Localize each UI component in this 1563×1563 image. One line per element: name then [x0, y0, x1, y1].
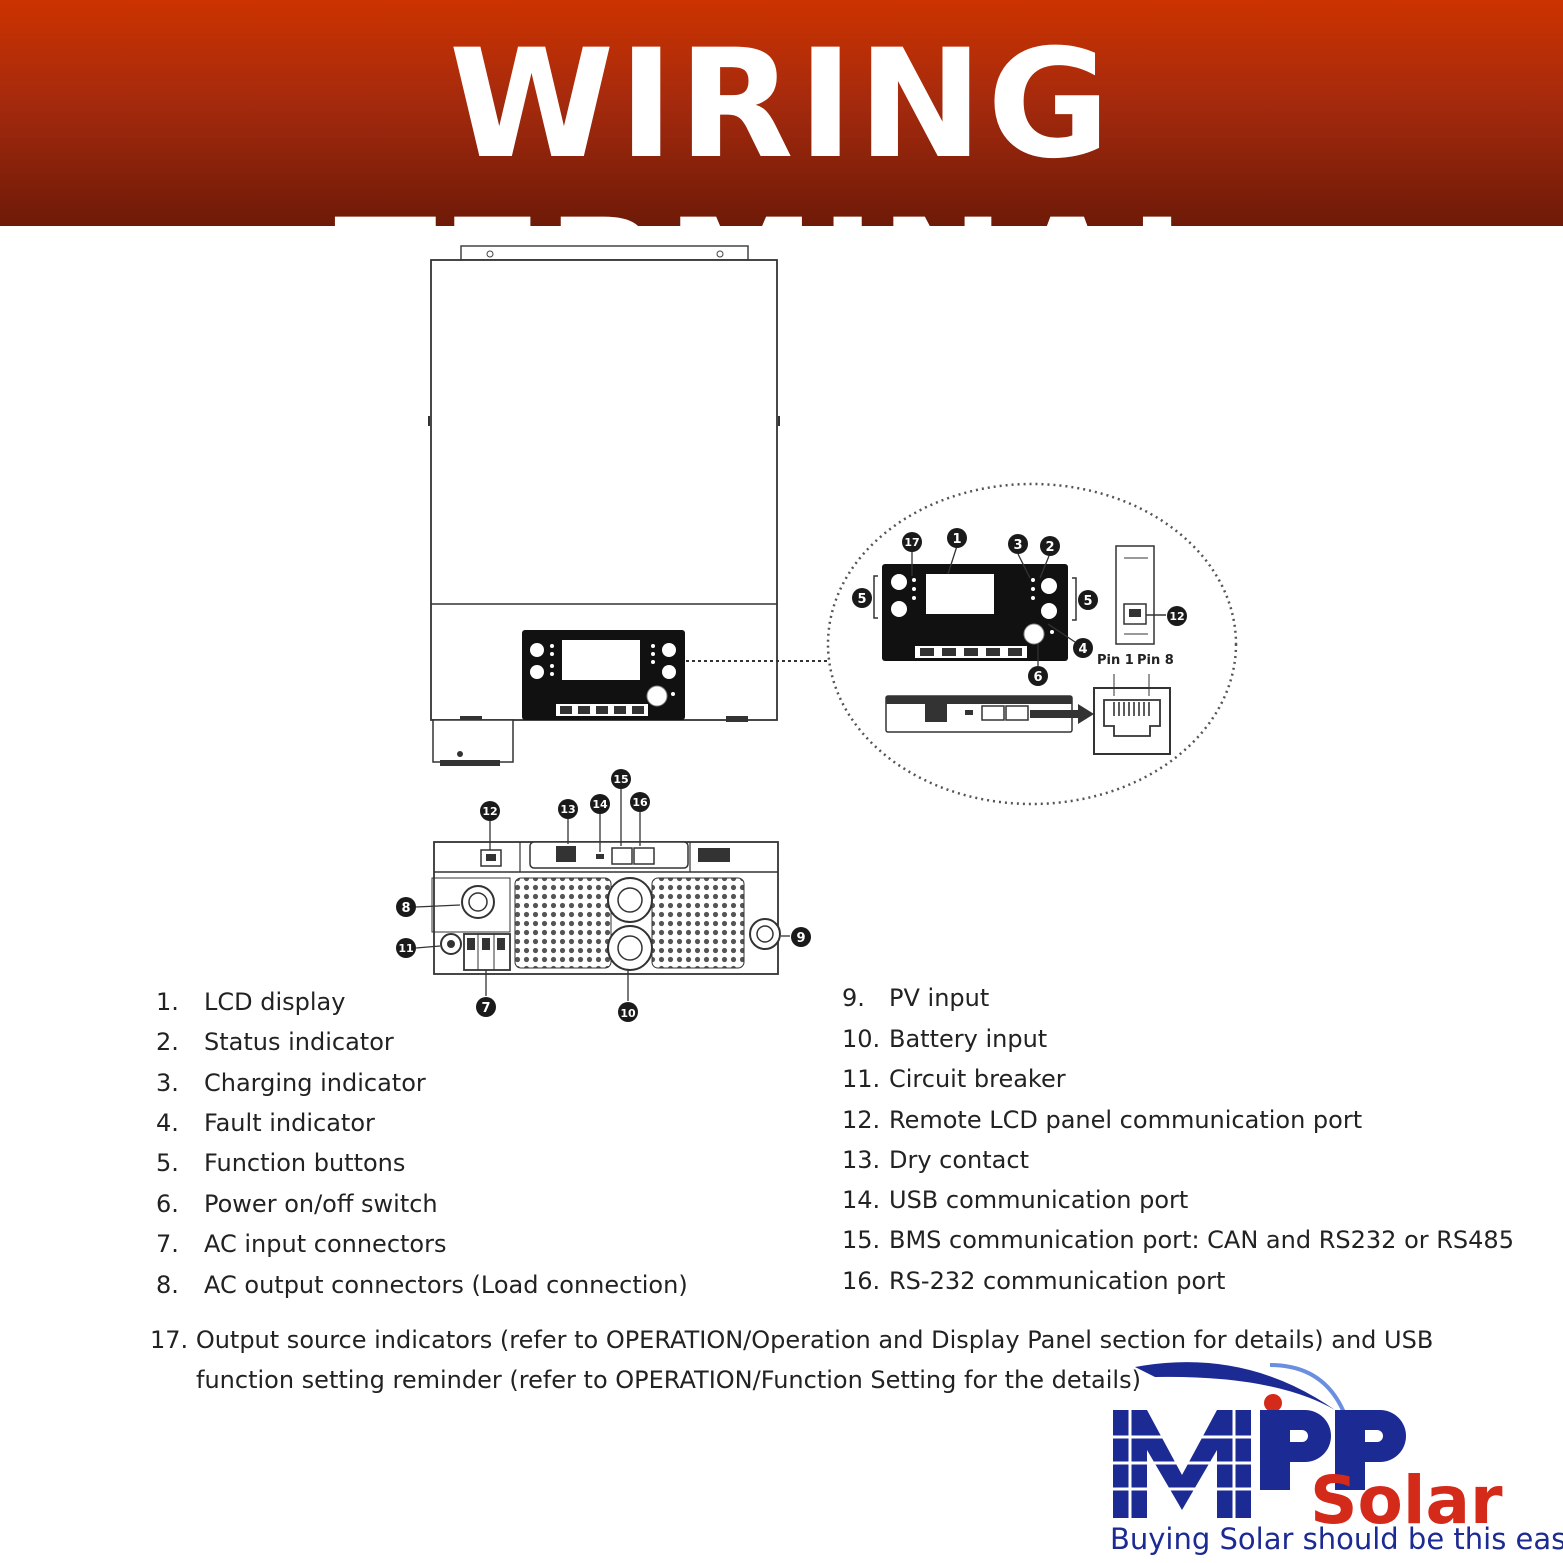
svg-text:7: 7 [481, 1001, 490, 1016]
callout-12-zoom: 12 [1167, 606, 1187, 626]
legend-item-6: 6.Power on/off switch [156, 1190, 438, 1218]
logo-tagline: Buying Solar should be this easy [1110, 1522, 1563, 1556]
callout-12-bottom: 12 [480, 801, 500, 821]
legend-item-11: 11.Circuit breaker [842, 1065, 1066, 1093]
legend-item-10: 10.Battery input [842, 1025, 1048, 1053]
inverter-diagram: Pin 1 Pin 8 [396, 245, 1238, 1022]
svg-text:13: 13 [560, 803, 575, 816]
callout-9: 9 [791, 927, 811, 947]
svg-text:12: 12 [1169, 610, 1184, 623]
panel-zoom-detail: Pin 1 Pin 8 [826, 482, 1238, 806]
callout-7: 7 [476, 997, 496, 1017]
note-line1: Output source indicators (refer to OPERA… [195, 1326, 1434, 1354]
legend-item-16: 16.RS-232 communication port [842, 1267, 1226, 1295]
mpp-solar-logo: Solar [1113, 1362, 1503, 1539]
inverter-front-view [428, 245, 780, 766]
svg-text:5: 5 [857, 592, 866, 607]
callout-8: 8 [396, 897, 416, 917]
svg-text:15: 15 [613, 773, 628, 786]
callout-16: 16 [630, 792, 650, 812]
callout-10: 10 [618, 1002, 638, 1022]
legend-item-13: 13.Dry contact [842, 1146, 1029, 1174]
legend-item-3: 3.Charging indicator [156, 1069, 426, 1097]
legend-item-14: 14.USB communication port [842, 1186, 1189, 1214]
legend-item-12: 12.Remote LCD panel communication port [842, 1106, 1363, 1134]
legend-item-4: 4.Fault indicator [156, 1109, 375, 1137]
callout-13: 13 [558, 799, 578, 819]
callout-4: 4 [1073, 638, 1093, 658]
svg-text:1: 1 [952, 532, 961, 547]
svg-text:10: 10 [620, 1007, 636, 1020]
legend-item-1: 1.LCD display [156, 988, 346, 1016]
pin8-label: Pin 8 [1137, 653, 1174, 668]
svg-text:5: 5 [1083, 594, 1092, 609]
title-banner: WIRING TERMINAL [0, 0, 1563, 360]
callout-2: 2 [1040, 536, 1060, 556]
callout-17: 17 [902, 532, 922, 552]
svg-text:17: 17 [904, 536, 919, 549]
note-line2: function setting reminder (refer to OPER… [196, 1366, 1141, 1394]
callout-14: 14 [590, 794, 610, 814]
legend-item-7: 7.AC input connectors [156, 1230, 447, 1258]
callout-1: 1 [947, 528, 967, 548]
legend-item-15: 15.BMS communication port: CAN and RS232… [842, 1226, 1514, 1254]
legend-item-2: 2.Status indicator [156, 1028, 394, 1056]
callout-15: 15 [611, 769, 631, 789]
svg-text:12: 12 [482, 805, 497, 818]
svg-text:14: 14 [592, 798, 608, 811]
callout-11: 11 [396, 938, 416, 958]
svg-text:3: 3 [1013, 538, 1022, 553]
svg-text:4: 4 [1078, 642, 1087, 657]
legend-item-9: 9.PV input [842, 984, 990, 1012]
pin1-label: Pin 1 [1097, 653, 1134, 668]
svg-text:16: 16 [632, 796, 648, 809]
note-number: 17. [150, 1326, 189, 1354]
callout-3: 3 [1008, 534, 1028, 554]
svg-text:6: 6 [1033, 670, 1042, 685]
legend-item-8: 8.AC output connectors (Load connection) [156, 1271, 688, 1299]
legend-item-5: 5.Function buttons [156, 1149, 406, 1177]
svg-text:11: 11 [398, 942, 413, 955]
callout-5-left: 5 [852, 588, 872, 608]
svg-text:9: 9 [796, 931, 805, 946]
svg-text:8: 8 [401, 901, 410, 916]
svg-text:2: 2 [1045, 540, 1054, 555]
callout-6: 6 [1028, 666, 1048, 686]
inverter-bottom-view [431, 841, 781, 975]
svg-text:Solar: Solar [1310, 1462, 1503, 1539]
callout-5-right: 5 [1078, 590, 1098, 610]
legend-item-17: 17. Output source indicators (refer to O… [150, 1320, 1433, 1400]
